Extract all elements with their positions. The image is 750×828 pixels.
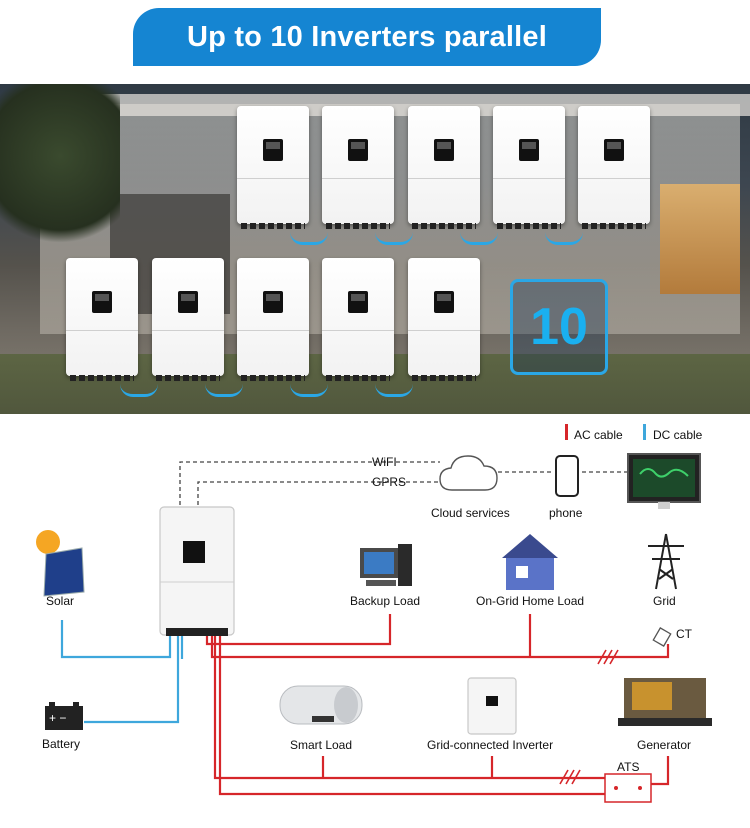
svg-text:+ −: + − — [49, 711, 66, 725]
house-icon — [502, 534, 558, 590]
ac-cables — [205, 614, 670, 796]
water-heater-icon — [279, 685, 363, 725]
house-photo: 10 — [0, 84, 750, 414]
grid-label: Grid — [653, 594, 676, 608]
grid-inverter-label: Grid-connected Inverter — [427, 738, 554, 752]
inverter-unit — [66, 258, 138, 381]
generator-icon — [618, 678, 712, 726]
parallel-link — [375, 232, 413, 245]
wiring-diagram: + − — [36, 424, 712, 803]
count-badge: 10 — [510, 279, 608, 375]
wifi-label: WiFI — [372, 455, 397, 469]
ct-label: CT — [676, 627, 692, 641]
inverter-unit — [322, 258, 394, 381]
parallel-link — [290, 384, 328, 397]
ac-legend-swatch — [565, 424, 568, 440]
desktop-pc-icon — [360, 544, 412, 586]
parallel-link — [545, 232, 583, 245]
inverter-unit — [408, 258, 480, 381]
banner-area: Up to 10 Inverters parallel — [0, 0, 750, 84]
dc-cable-legend-label: DC cable — [653, 428, 703, 442]
inverter-unit — [578, 106, 650, 229]
cloud-icon — [439, 455, 498, 491]
battery-icon: + − — [45, 702, 83, 730]
gprs-link-line — [197, 481, 440, 512]
ats-label: ATS — [617, 760, 640, 774]
wifi-link-line — [179, 461, 440, 512]
inverter-unit — [408, 106, 480, 229]
dc-cables — [60, 620, 184, 724]
banner-title: Up to 10 Inverters parallel — [133, 8, 601, 66]
solar-label: Solar — [46, 594, 75, 608]
parallel-link — [290, 232, 328, 245]
parallel-link — [460, 232, 498, 245]
solar-panel-icon — [36, 530, 85, 597]
gprs-label: GPRS — [372, 475, 407, 489]
smart-load-label: Smart Load — [290, 738, 353, 752]
tree-left — [0, 84, 120, 264]
grid-inverter-icon — [467, 677, 517, 735]
backup-load-label: Backup Load — [350, 594, 421, 608]
ct-icon — [652, 627, 672, 647]
parallel-link — [120, 384, 158, 397]
inverter-unit — [237, 106, 309, 229]
cable-break-marks — [559, 649, 619, 785]
cloud-services-label: Cloud services — [431, 506, 510, 520]
inverter-unit — [493, 106, 565, 229]
parallel-link — [375, 384, 413, 397]
monitor-icon — [627, 453, 701, 509]
parallel-link — [205, 384, 243, 397]
grid-tower-icon — [648, 533, 684, 590]
main-inverter — [159, 506, 235, 636]
ac-cable-legend-label: AC cable — [574, 428, 623, 442]
dc-legend-swatch — [643, 424, 646, 440]
house-window — [660, 184, 740, 294]
generator-label: Generator — [637, 738, 692, 752]
home-load-label: On-Grid Home Load — [476, 594, 585, 608]
phone-icon — [555, 455, 579, 497]
inverter-unit — [322, 106, 394, 229]
house-roof — [30, 94, 750, 116]
battery-label: Battery — [42, 737, 81, 751]
ats-box — [604, 773, 652, 803]
inverter-unit — [152, 258, 224, 381]
phone-label: phone — [549, 506, 583, 520]
inverter-unit — [237, 258, 309, 381]
